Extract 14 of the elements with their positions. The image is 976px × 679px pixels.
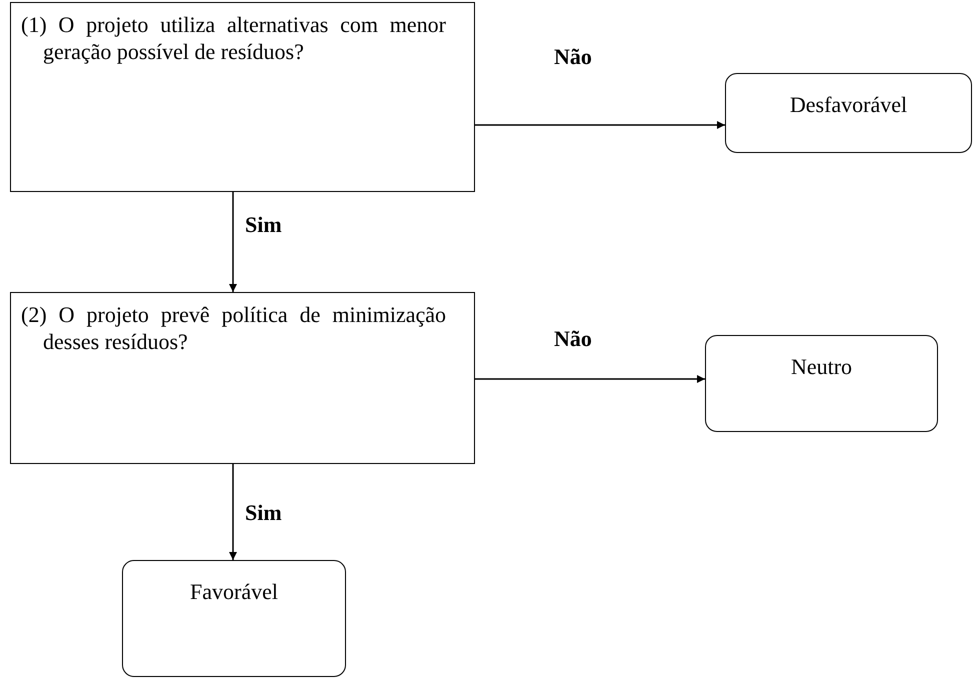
arrow bbox=[229, 192, 237, 292]
arrow bbox=[475, 121, 725, 129]
outcome-text: Favorável bbox=[189, 579, 279, 605]
outcome-box bbox=[122, 560, 346, 677]
question-text: (2) O projeto prevê política de minimização desses resíduos? bbox=[21, 301, 446, 355]
arrow bbox=[229, 464, 237, 560]
arrow bbox=[475, 375, 705, 383]
outcome-text: Desfavorável bbox=[788, 92, 908, 118]
question-box bbox=[10, 2, 475, 192]
question-box bbox=[10, 292, 475, 464]
outcome-box bbox=[705, 335, 938, 432]
question-text: (1) O projeto utiliza alternativas com menor geração possível de resíduos? bbox=[21, 11, 446, 65]
outcome-box bbox=[725, 73, 972, 153]
outcome-text: Neutro bbox=[790, 354, 854, 380]
